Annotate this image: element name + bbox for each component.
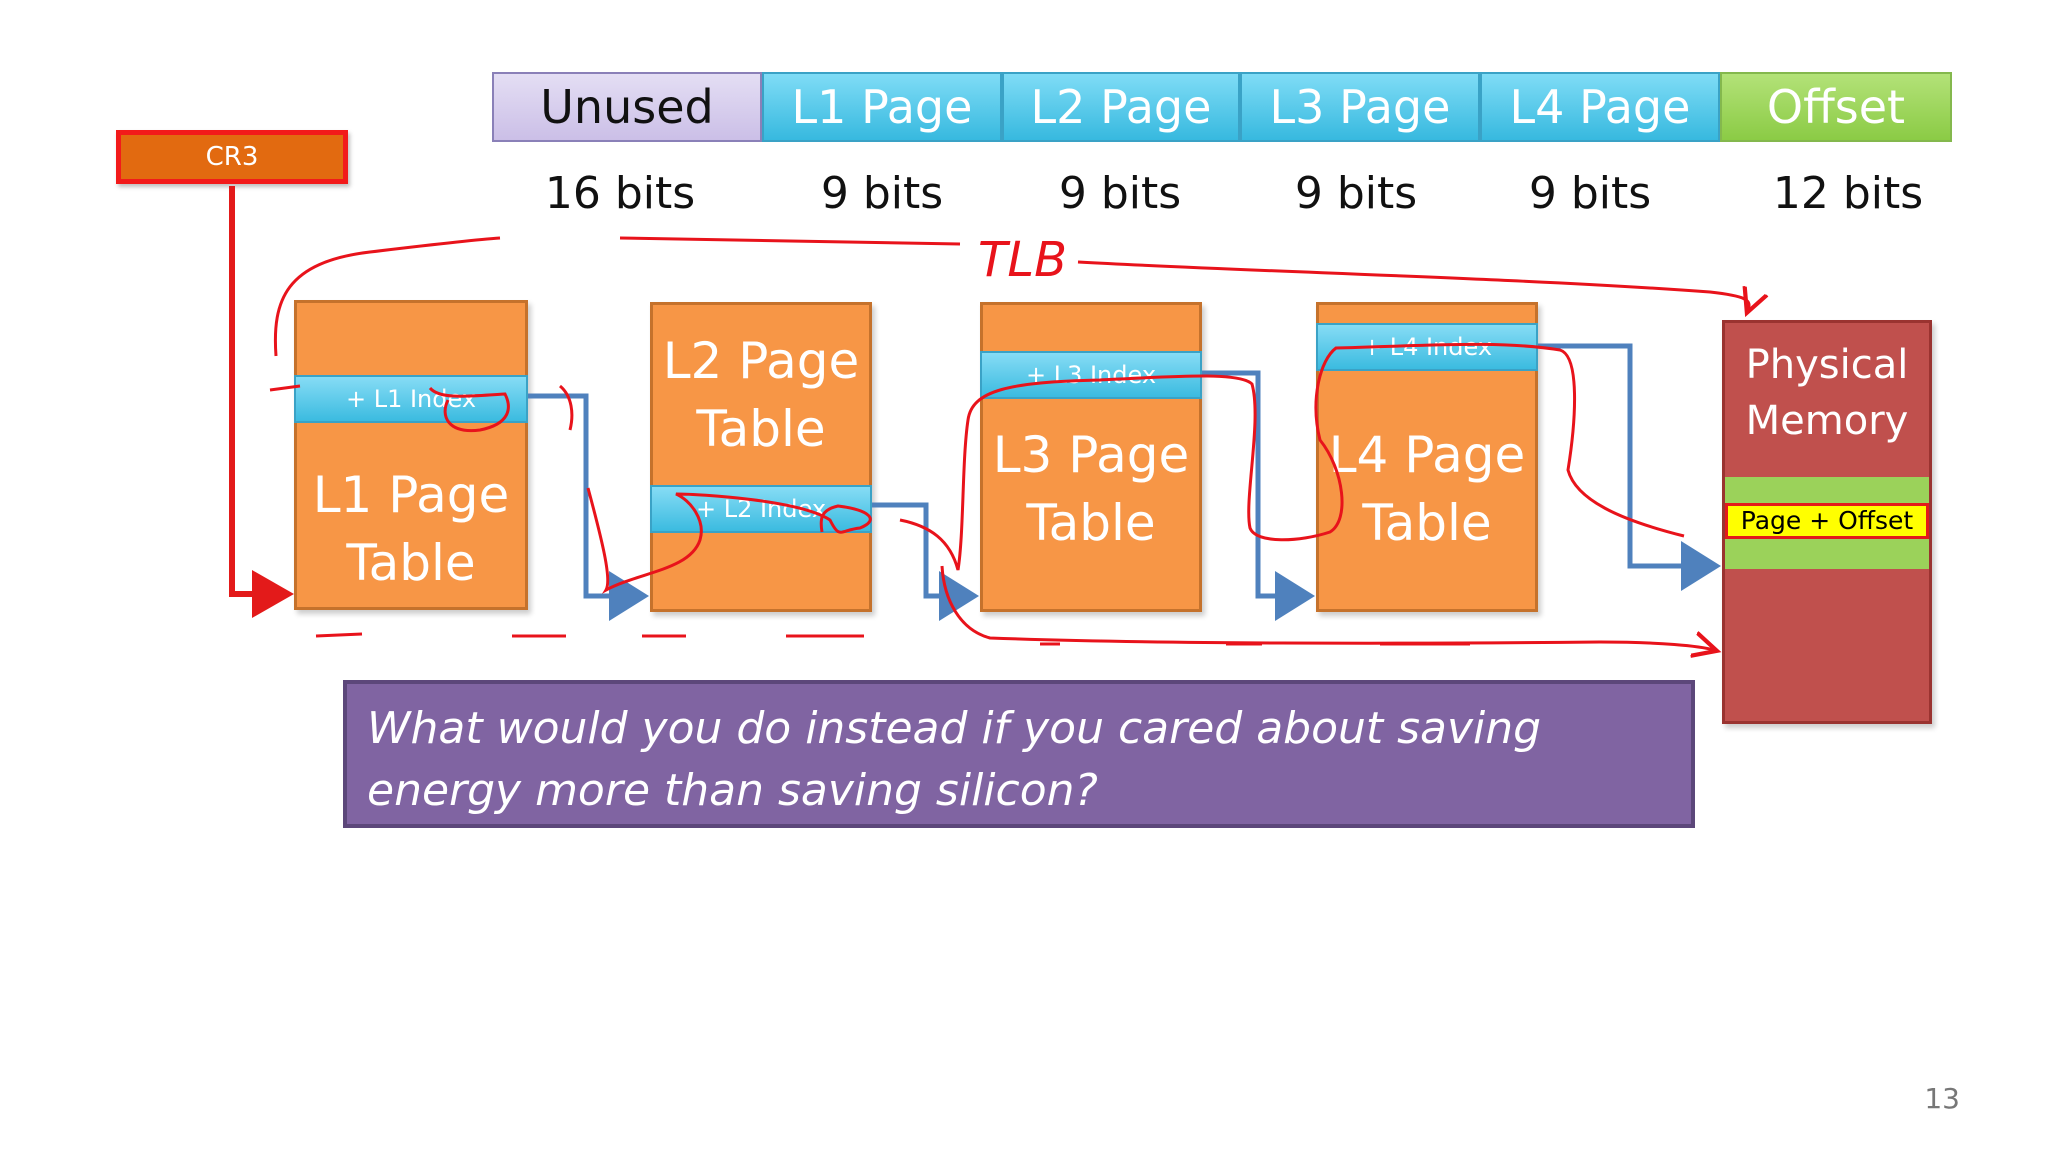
pen-dashes bbox=[315, 632, 1470, 646]
l2-to-l3-arrow bbox=[872, 502, 979, 621]
l1-to-l2-arrow bbox=[528, 393, 649, 621]
l2-page-table-label: L2 Page Table bbox=[662, 332, 860, 458]
physical-memory-page-band bbox=[1725, 477, 1929, 503]
tlb-bypass-stroke-3 bbox=[1077, 260, 1749, 310]
l2-page-table: L2 Page Table + L2 Index bbox=[650, 302, 872, 612]
l3-index-entry: + L3 Index bbox=[980, 351, 1202, 399]
physical-memory-page-band-lower bbox=[1725, 539, 1929, 569]
l3-page-table-label: L3 Page Table bbox=[992, 426, 1190, 552]
cr3-register: CR3 bbox=[116, 130, 348, 184]
field-l3-page: L3 Page bbox=[1240, 72, 1480, 142]
l3-to-l4-arrow bbox=[1202, 370, 1315, 621]
pen-return bbox=[940, 565, 1714, 650]
bits-l2: 9 bits bbox=[1058, 168, 1182, 219]
physical-memory: Physical Memory Page + Offset bbox=[1722, 320, 1932, 724]
l4-to-memory-arrow bbox=[1538, 343, 1721, 591]
bits-l1: 9 bits bbox=[820, 168, 944, 219]
field-l1-page: L1 Page bbox=[762, 72, 1002, 142]
field-offset: Offset bbox=[1720, 72, 1952, 142]
bits-unused: 16 bits bbox=[544, 168, 696, 219]
page-number: 13 bbox=[1924, 1082, 1960, 1115]
l1-page-table: + L1 Index L1 Page Table bbox=[294, 300, 528, 610]
cr3-arrow bbox=[229, 186, 294, 618]
field-l4-page: L4 Page bbox=[1480, 72, 1720, 142]
bits-l4: 9 bits bbox=[1528, 168, 1652, 219]
tlb-bypass-stroke bbox=[273, 236, 501, 357]
field-l2-page: L2 Page bbox=[1002, 72, 1240, 142]
tlb-bypass-stroke-2 bbox=[619, 236, 961, 246]
pen-trace bbox=[269, 342, 1685, 594]
bits-l3: 9 bits bbox=[1294, 168, 1418, 219]
l4-page-table: + L4 Index L4 Page Table bbox=[1316, 302, 1538, 612]
l1-index-entry: + L1 Index bbox=[294, 375, 528, 423]
l1-page-table-label: L1 Page Table bbox=[312, 466, 510, 592]
bits-offset: 12 bits bbox=[1772, 168, 1924, 219]
l4-page-table-label: L4 Page Table bbox=[1328, 426, 1526, 552]
tlb-annotation: TLB bbox=[978, 232, 1067, 288]
page-offset-entry: Page + Offset bbox=[1725, 503, 1929, 539]
physical-memory-label: Physical Memory bbox=[1745, 342, 1909, 444]
l3-page-table: + L3 Index L3 Page Table bbox=[980, 302, 1202, 612]
question-box: What would you do instead if you cared a… bbox=[343, 680, 1695, 828]
field-unused: Unused bbox=[492, 72, 762, 142]
